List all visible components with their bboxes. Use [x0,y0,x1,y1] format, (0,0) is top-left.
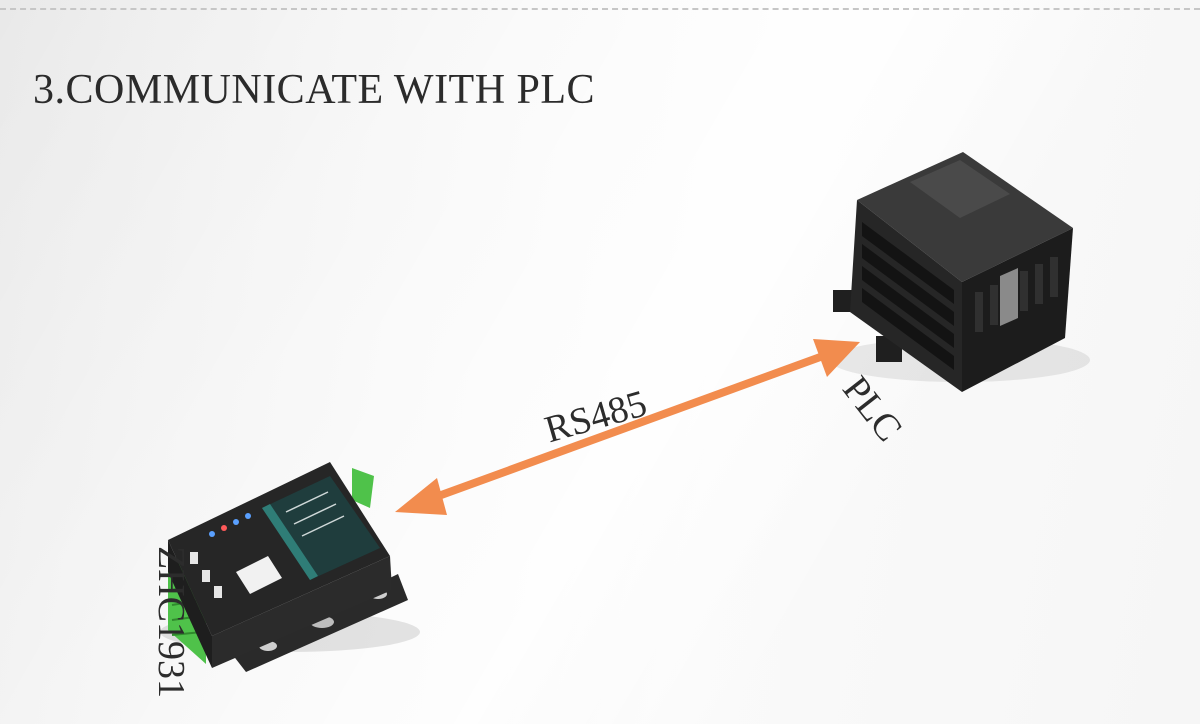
dashed-divider [0,8,1200,10]
plc-module-icon [830,152,1090,392]
gateway-label: ZHC1931 [150,546,192,698]
bidirectional-arrow-icon [395,339,860,515]
page-title: 3.COMMUNICATE WITH PLC [33,67,596,113]
gateway-device-icon [160,462,420,672]
